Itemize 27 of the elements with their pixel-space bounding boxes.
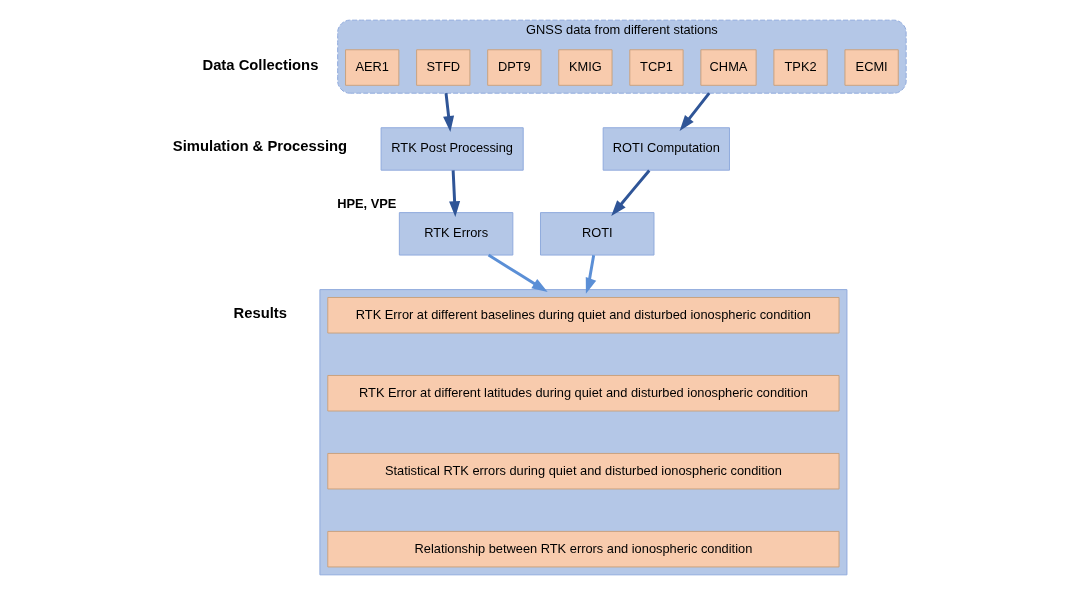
label: Simulation & Processing — [172, 138, 348, 155]
node-box: AER1 — [345, 49, 400, 86]
node-box: TCP1 — [629, 49, 684, 86]
node-box: ROTI — [540, 212, 655, 256]
arrow — [443, 93, 455, 132]
label: Results — [233, 304, 287, 321]
node-box: DPT9 — [487, 49, 542, 86]
node-box: ROTI Computation — [602, 127, 730, 171]
node-box: RTK Post Processing — [380, 127, 524, 171]
node-box: STFD — [416, 49, 471, 86]
node-box: RTK Error at different latitudes during quiet and disturbed ionospheric condition — [327, 374, 840, 412]
node-box: Statistical RTK errors during quiet and disturbed ionospheric condition — [327, 452, 840, 490]
node-box: TPK2 — [773, 49, 828, 86]
arrow — [585, 255, 597, 294]
node-box: ECMI — [844, 49, 899, 86]
label: Data Collections — [202, 57, 319, 74]
arrow — [449, 170, 461, 218]
node-box: Relationship between RTK errors and ionospheric condition — [327, 530, 840, 568]
node-box: RTK Error at different baselines during quiet and disturbed ionospheric condition — [327, 297, 840, 334]
node-label: HPE, VPE — [337, 196, 397, 212]
cluster — [319, 289, 848, 576]
node-box: KMIG — [558, 49, 613, 86]
arrow — [611, 169, 651, 217]
arrow — [487, 253, 548, 292]
node-box: CHMA — [700, 49, 757, 86]
arrow — [679, 92, 711, 132]
node-box: RTK Errors — [398, 212, 514, 256]
